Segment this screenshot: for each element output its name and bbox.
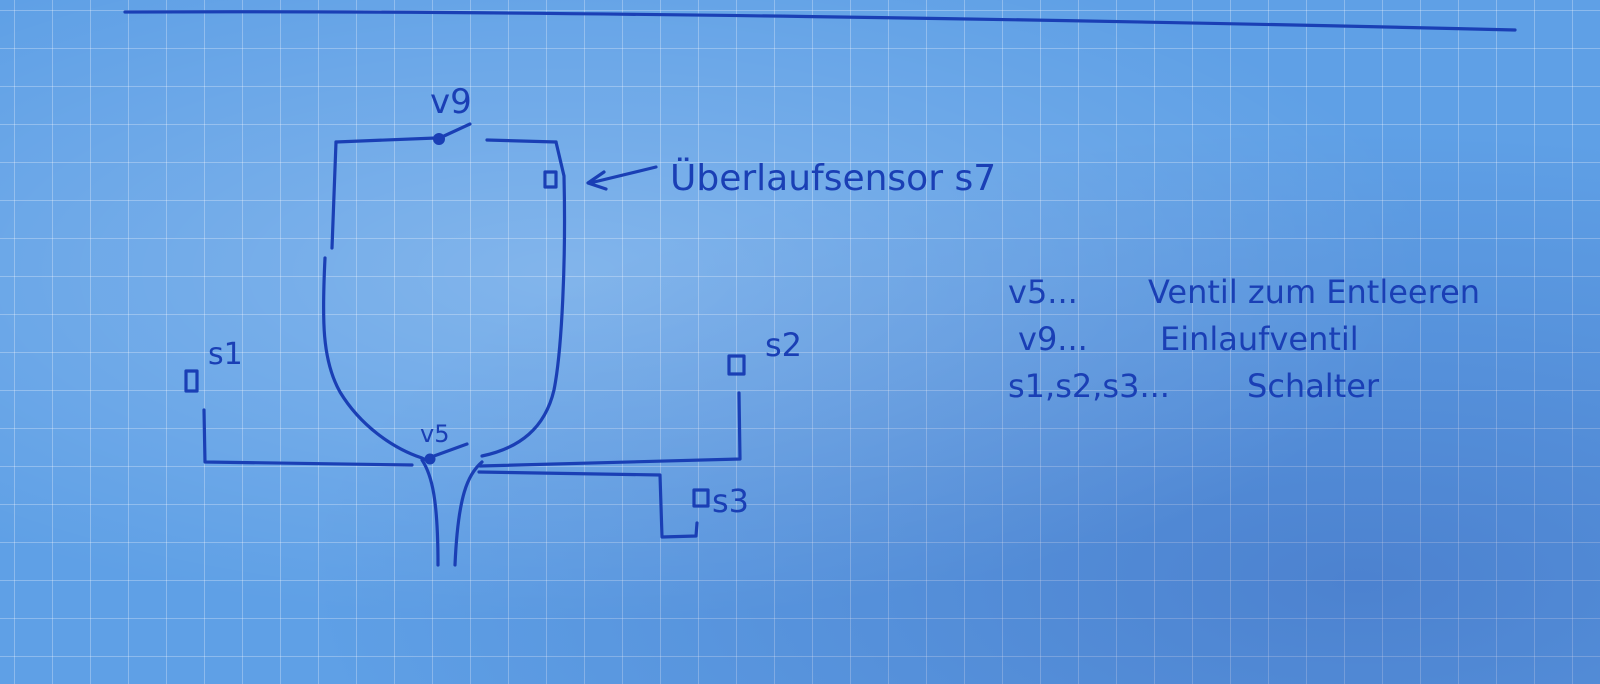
label-v5: v5 — [420, 420, 449, 448]
legend-key-switches: s1,s2,s3... — [1008, 367, 1170, 405]
label-s1: s1 — [208, 337, 243, 372]
inflow-pipe-left — [334, 136, 438, 144]
switch-icon — [184, 369, 199, 393]
label-s2: s2 — [765, 326, 802, 364]
s2-wire — [478, 391, 742, 468]
legend-desc-switches: Schalter — [1247, 367, 1380, 405]
label-v9: v9 — [430, 82, 472, 122]
tank-left-wall-upper — [330, 140, 338, 250]
tank-left-wall — [321, 256, 432, 464]
legend-key-v9: v9... — [1018, 320, 1088, 358]
switch-icon — [692, 488, 710, 508]
inflow-pipe-right — [485, 138, 558, 144]
valve-icon — [424, 442, 469, 465]
legend-desc-v5: Ventil zum Entleeren — [1148, 273, 1480, 311]
sensor-icon — [543, 170, 558, 189]
label-overflow-sensor: Überlaufsensor s7 — [670, 157, 996, 199]
legend: v5... Ventil zum Entleeren v9... Einlauf… — [1008, 273, 1480, 405]
arrow-left-icon — [586, 165, 658, 191]
s1-wire — [202, 408, 414, 467]
drain-pipe-left — [420, 458, 440, 567]
label-s3: s3 — [712, 482, 749, 520]
legend-desc-v9: Einlaufventil — [1160, 320, 1359, 358]
valve-icon — [433, 122, 472, 145]
switch-icon — [727, 354, 746, 376]
drain-pipe-right — [453, 460, 484, 567]
legend-key-v5: v5... — [1008, 273, 1078, 311]
top-rule-line — [123, 10, 1517, 32]
s3-wire — [477, 470, 699, 539]
tank-right-wall — [480, 140, 567, 458]
